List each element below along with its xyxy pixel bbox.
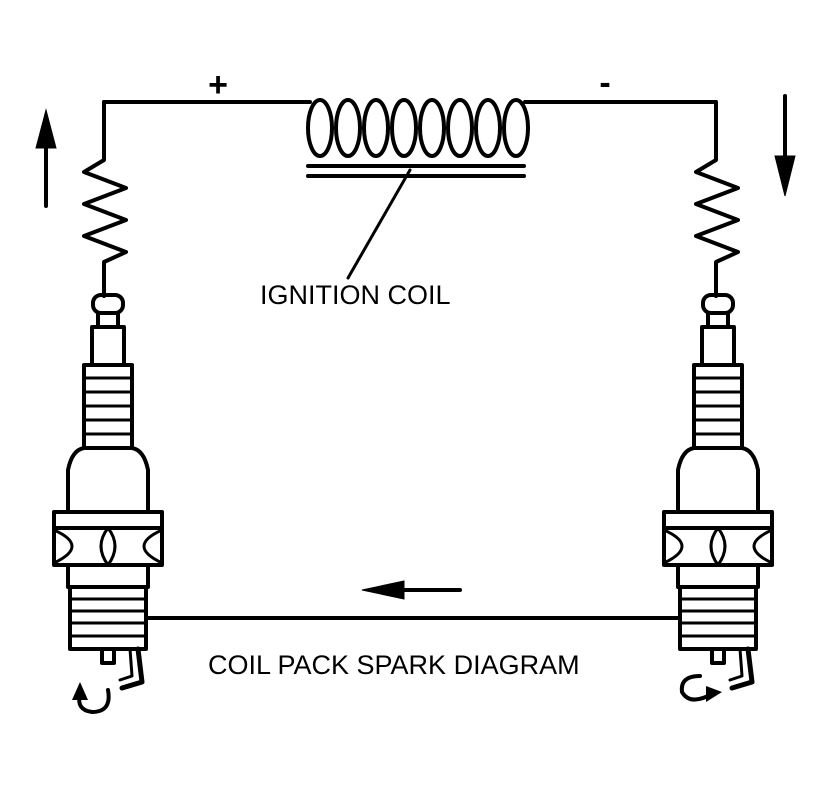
left-resistor	[82, 100, 128, 298]
coil-leader-line	[346, 168, 412, 280]
ignition-coil-label: IGNITION COIL	[260, 280, 451, 310]
left-spark-plug	[54, 295, 162, 688]
coil-core	[306, 164, 526, 178]
arrow-down-icon	[774, 94, 796, 197]
spark-curl-icon	[679, 674, 722, 702]
minus-terminal-label: -	[599, 64, 610, 102]
right-resistor	[694, 100, 740, 298]
diagram-caption: COIL PACK SPARK DIAGRAM	[208, 650, 580, 680]
arrow-up-icon	[35, 108, 57, 208]
arrow-left-icon	[361, 580, 462, 600]
right-spark-plug	[664, 295, 772, 688]
plus-terminal-label: +	[208, 66, 228, 104]
ignition-coil-winding	[306, 98, 530, 158]
spark-curl-icon	[72, 682, 111, 714]
